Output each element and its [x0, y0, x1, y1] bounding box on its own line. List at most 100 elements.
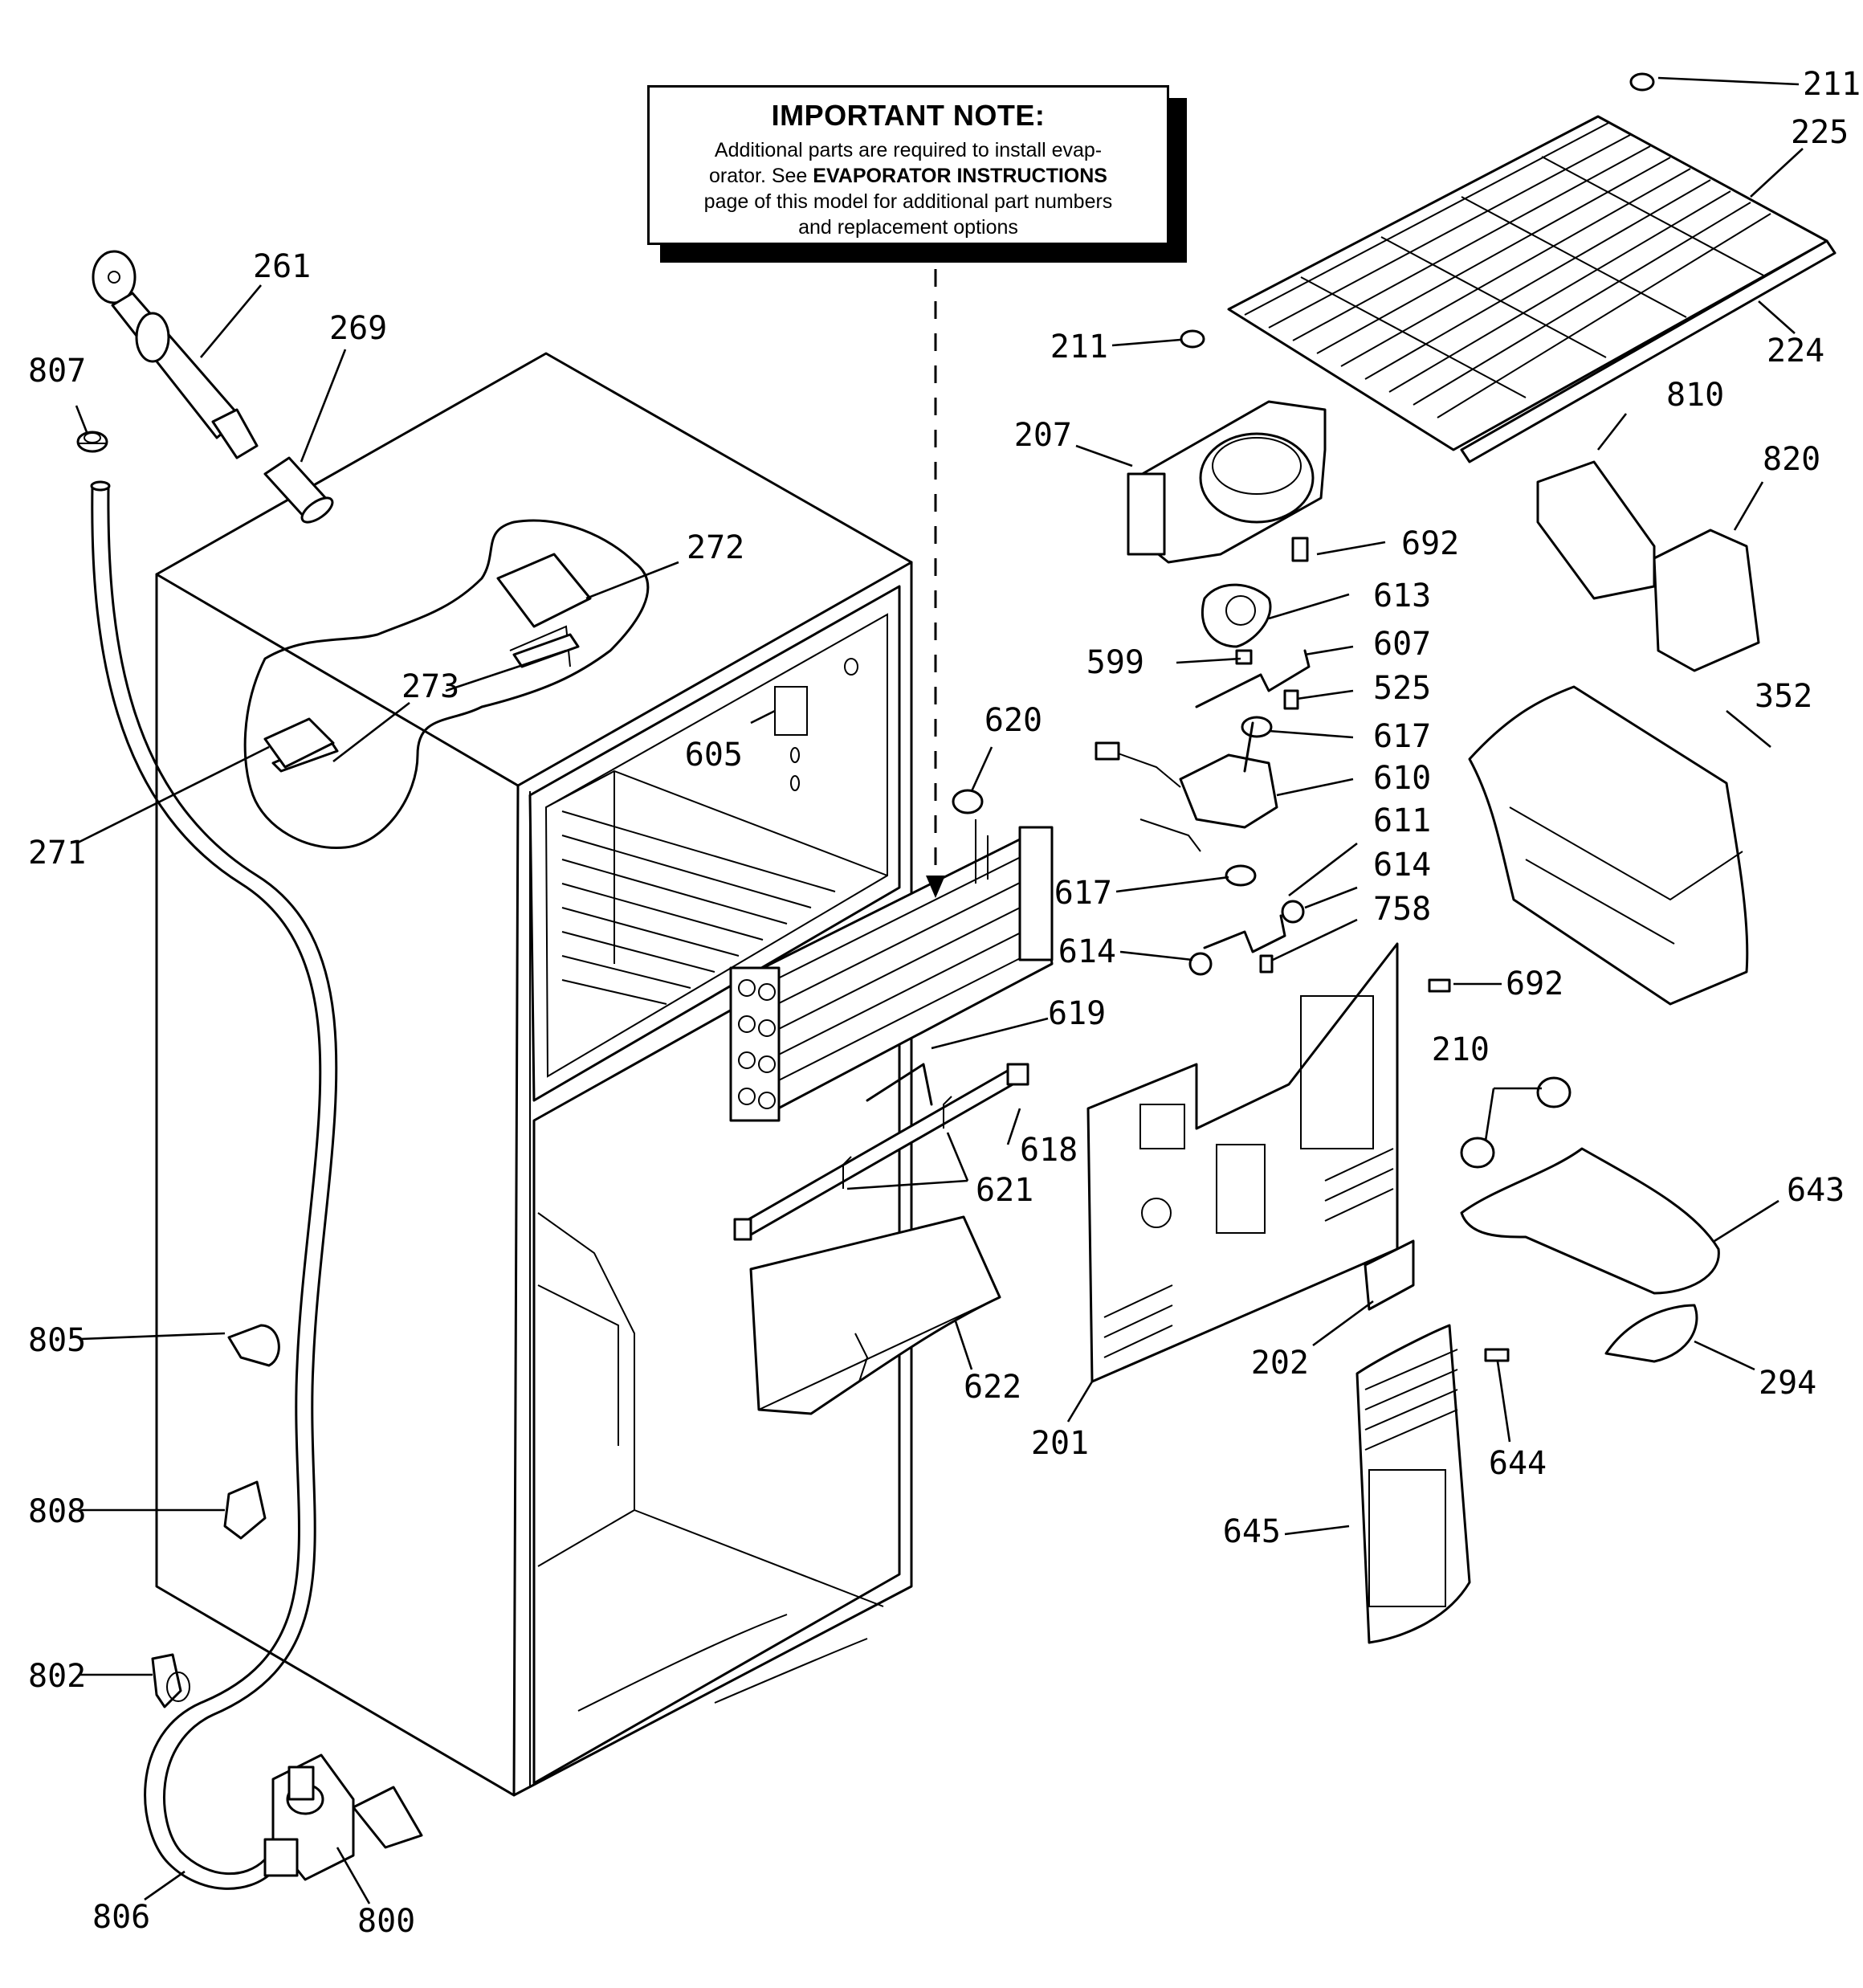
note-line-3: page of this model for additional part n…	[703, 190, 1113, 213]
part-225-shelf	[1227, 115, 1828, 451]
part-617-grommet	[1225, 716, 1273, 887]
callout-617: 617	[1054, 875, 1112, 912]
callout-210: 210	[1432, 1031, 1490, 1068]
cabinet-top-cutaway	[243, 519, 650, 850]
part-211-stop	[1180, 72, 1655, 349]
callout-225: 225	[1791, 114, 1849, 151]
part-620-cap	[952, 789, 984, 814]
note-line-2: orator. See EVAPORATOR INSTRUCTIONS	[650, 163, 1167, 189]
note-line-2-bold: EVAPORATOR INSTRUCTIONS	[813, 165, 1107, 187]
callout-605: 605	[685, 737, 743, 774]
important-note-box: IMPORTANT NOTE: Additional parts are req…	[647, 85, 1169, 245]
part-269-sleeve	[263, 456, 334, 524]
note-line-4: and replacement options	[798, 216, 1018, 239]
part-272-bracket	[496, 553, 592, 667]
callout-807: 807	[28, 353, 86, 390]
callout-271: 271	[28, 835, 86, 872]
callout-201: 201	[1031, 1425, 1089, 1462]
note-title: IMPORTANT NOTE:	[771, 99, 1046, 132]
part-802-clip	[151, 1653, 190, 1708]
callout-806: 806	[92, 1899, 150, 1936]
part-805-clip	[227, 1324, 280, 1367]
callout-525: 525	[1373, 670, 1431, 707]
part-644-screw	[1484, 1348, 1510, 1362]
leader-lines	[75, 76, 1804, 1904]
callout-643: 643	[1787, 1172, 1845, 1209]
callout-692: 692	[1506, 965, 1563, 1002]
callout-211: 211	[1050, 329, 1108, 365]
control-panel	[774, 686, 808, 736]
cabinet	[155, 352, 913, 1797]
callout-614: 614	[1058, 933, 1116, 970]
part-271-bracket	[263, 717, 335, 769]
callout-224: 224	[1767, 333, 1824, 369]
callout-610: 610	[1373, 760, 1431, 797]
callout-261: 261	[253, 248, 311, 285]
water-line-tube	[90, 480, 338, 1890]
part-820-icemaker	[1653, 529, 1760, 672]
part-207-fan-housing	[1127, 400, 1327, 564]
part-758-screw	[1259, 954, 1274, 974]
part-807-clamp	[76, 431, 108, 453]
part-618-heater	[733, 1063, 1029, 1241]
callout-802: 802	[28, 1658, 86, 1695]
part-224-shelf-trim	[1460, 239, 1837, 463]
note-body: Additional parts are required to install…	[650, 137, 1167, 240]
cover-vents	[1103, 1148, 1394, 1358]
part-525-screw	[1283, 689, 1299, 710]
part-210-clip	[1460, 1076, 1572, 1169]
part-202-grille	[1364, 1239, 1415, 1311]
part-621-clips	[842, 1096, 952, 1189]
callout-618: 618	[1020, 1132, 1078, 1169]
callout-810: 810	[1666, 377, 1724, 414]
part-607-bracket	[1195, 649, 1311, 708]
part-808-clip	[223, 1480, 267, 1540]
callout-613: 613	[1373, 578, 1431, 614]
callout-617: 617	[1373, 718, 1431, 755]
callout-619: 619	[1048, 995, 1106, 1032]
part-611-bracket	[1203, 914, 1286, 953]
callout-611: 611	[1373, 802, 1431, 839]
note-pointer-arrow	[926, 876, 945, 898]
part-643-duct	[1460, 1147, 1720, 1295]
part-352-ice-bucket	[1468, 685, 1749, 1006]
part-261-fill-tube	[92, 250, 259, 459]
note-line-2-text: orator. See	[709, 165, 813, 187]
callout-614: 614	[1373, 847, 1431, 884]
callout-607: 607	[1373, 626, 1431, 663]
part-800-water-valve	[263, 1753, 423, 1881]
callout-644: 644	[1489, 1445, 1547, 1482]
callout-621: 621	[976, 1172, 1033, 1209]
callout-202: 202	[1251, 1345, 1309, 1382]
callout-692: 692	[1401, 525, 1459, 562]
callout-294: 294	[1759, 1365, 1816, 1402]
callout-211: 211	[1803, 66, 1861, 103]
part-614-grommet	[1188, 900, 1305, 976]
callout-620: 620	[984, 702, 1042, 739]
callout-820: 820	[1763, 441, 1820, 478]
note-line-1: Additional parts are required to install…	[714, 139, 1103, 161]
part-599-spacer	[1235, 649, 1253, 665]
callout-599: 599	[1086, 644, 1144, 681]
callout-645: 645	[1223, 1513, 1281, 1550]
callout-805: 805	[28, 1322, 86, 1359]
part-810-icemaker-bracket	[1536, 460, 1656, 600]
callout-labels: 211 225 224 211 207 810 820 692 613 599 …	[28, 66, 1861, 1940]
callout-800: 800	[357, 1903, 415, 1940]
part-294-cover	[1604, 1304, 1698, 1363]
callout-352: 352	[1755, 678, 1812, 715]
part-613-fan-blade	[1201, 583, 1272, 648]
part-622-drain-trough	[749, 1215, 1001, 1415]
callout-758: 758	[1373, 891, 1431, 928]
callout-269: 269	[329, 310, 387, 347]
callout-207: 207	[1014, 417, 1072, 454]
part-619-clip	[866, 1063, 933, 1106]
evaporator-coils-back	[561, 810, 836, 1005]
part-645-duct-cover	[1355, 1324, 1471, 1644]
part-610-fan-motor	[1095, 721, 1278, 852]
callout-272: 272	[687, 529, 744, 566]
callout-808: 808	[28, 1493, 86, 1530]
callout-622: 622	[964, 1369, 1021, 1406]
part-201-evaporator-cover	[1086, 942, 1399, 1383]
